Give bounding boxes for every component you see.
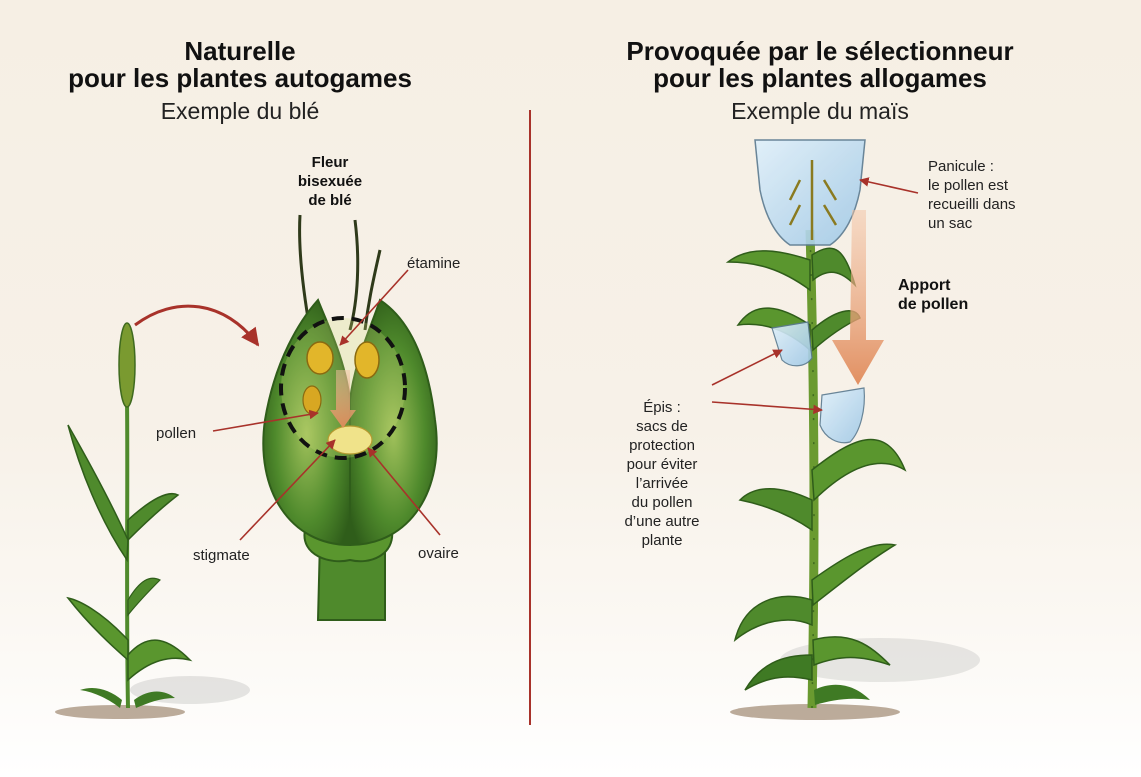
flower-title-line3: de blé — [290, 191, 370, 210]
label-pollen: pollen — [156, 424, 196, 443]
panicule-line4: un sac — [928, 214, 1016, 233]
panicule-line3: recueilli dans — [928, 195, 1016, 214]
epis-pointer-lower — [712, 402, 822, 410]
epis-line8: plante — [612, 531, 712, 550]
label-epis: Épis : sacs de protection pour éviter l’… — [612, 398, 712, 550]
lower-ear-bag — [820, 388, 864, 443]
epis-line4: pour éviter — [612, 455, 712, 474]
label-apport-pollen: Apport de pollen — [898, 276, 968, 314]
panicule-bag — [755, 140, 865, 245]
epis-pointer-upper — [712, 350, 782, 385]
flower-title-line1: Fleur — [290, 153, 370, 172]
apport-line1: Apport — [898, 276, 968, 295]
epis-line5: l’arrivée — [612, 474, 712, 493]
epis-line7: d’une autre — [612, 512, 712, 531]
flower-title: Fleur bisexuée de blé — [290, 153, 370, 210]
wheat-plant — [55, 323, 250, 719]
panicule-pointer — [860, 180, 918, 193]
epis-line6: du pollen — [612, 493, 712, 512]
epis-line2: sacs de — [612, 417, 712, 436]
label-etamine: étamine — [407, 254, 460, 273]
wheat-to-flower-arrow — [135, 306, 258, 345]
label-stigmate: stigmate — [193, 546, 250, 565]
epis-line1: Épis : — [612, 398, 712, 417]
panicule-line2: le pollen est — [928, 176, 1016, 195]
label-ovaire: ovaire — [418, 544, 459, 563]
label-panicule: Panicule : le pollen est recueilli dans … — [928, 157, 1016, 233]
panicule-line1: Panicule : — [928, 157, 1016, 176]
flower-title-line2: bisexuée — [290, 172, 370, 191]
upper-ear-bag — [772, 322, 812, 366]
epis-line3: protection — [612, 436, 712, 455]
apport-line2: de pollen — [898, 295, 968, 314]
